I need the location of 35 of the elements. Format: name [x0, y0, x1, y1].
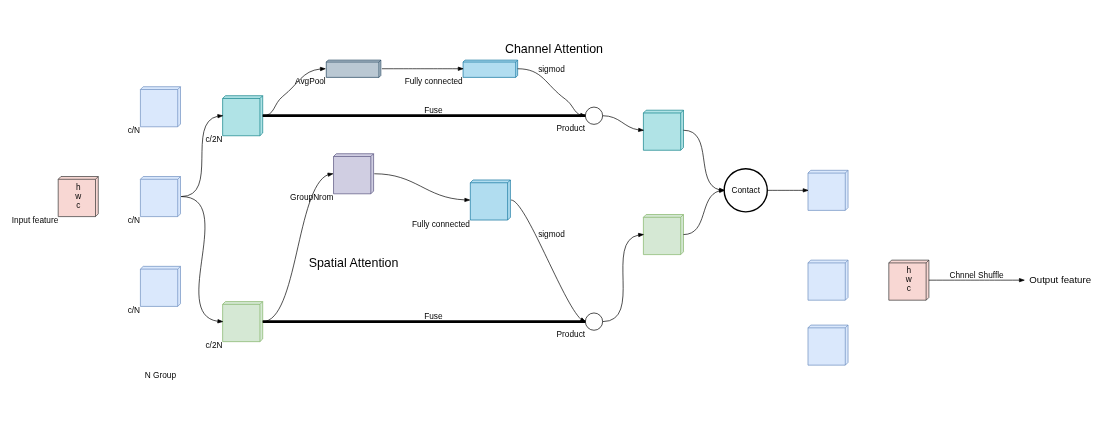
connector: [262, 320, 586, 323]
arrow: [510, 199, 586, 322]
node-circle: [585, 106, 603, 125]
node-label: c/2N: [205, 134, 223, 145]
node-label: c/N: [127, 305, 141, 316]
arrow: [373, 173, 470, 202]
edge-label: Fuse: [424, 311, 443, 322]
arrow: [517, 68, 586, 117]
node-label: AvgPool: [295, 76, 326, 87]
edge-label: sigmod: [538, 63, 565, 74]
arrow: [602, 232, 644, 322]
node-circle: Contact: [723, 168, 768, 213]
node-label: c/N: [127, 215, 141, 226]
arrow: [928, 278, 1025, 283]
edge-label: Chnnel Shuffle: [949, 269, 1004, 280]
arrow: [602, 115, 644, 132]
node-label: c/2N: [205, 340, 223, 351]
node-label: c/N: [127, 125, 141, 136]
arrow: [381, 66, 464, 71]
arrow: [766, 188, 809, 193]
edge-label: Fuse: [424, 105, 443, 116]
node-text: Output feature: [1029, 273, 1092, 285]
node-label: Product: [556, 123, 586, 133]
label: Spatial Attention: [308, 255, 399, 270]
connector: [262, 114, 586, 118]
node-label: Fully connected: [404, 76, 463, 87]
edge-label: sigmod: [538, 229, 565, 240]
node-label: Fully connected: [411, 218, 470, 229]
node-label: Input feature: [11, 215, 59, 226]
node-circle: [585, 312, 603, 331]
node-label: Product: [556, 328, 586, 339]
label: N Group: [144, 370, 177, 381]
diagram-title: Channel Attention: [504, 42, 604, 57]
arrow: [180, 196, 223, 324]
node-label: GroupNrom: [290, 192, 334, 203]
